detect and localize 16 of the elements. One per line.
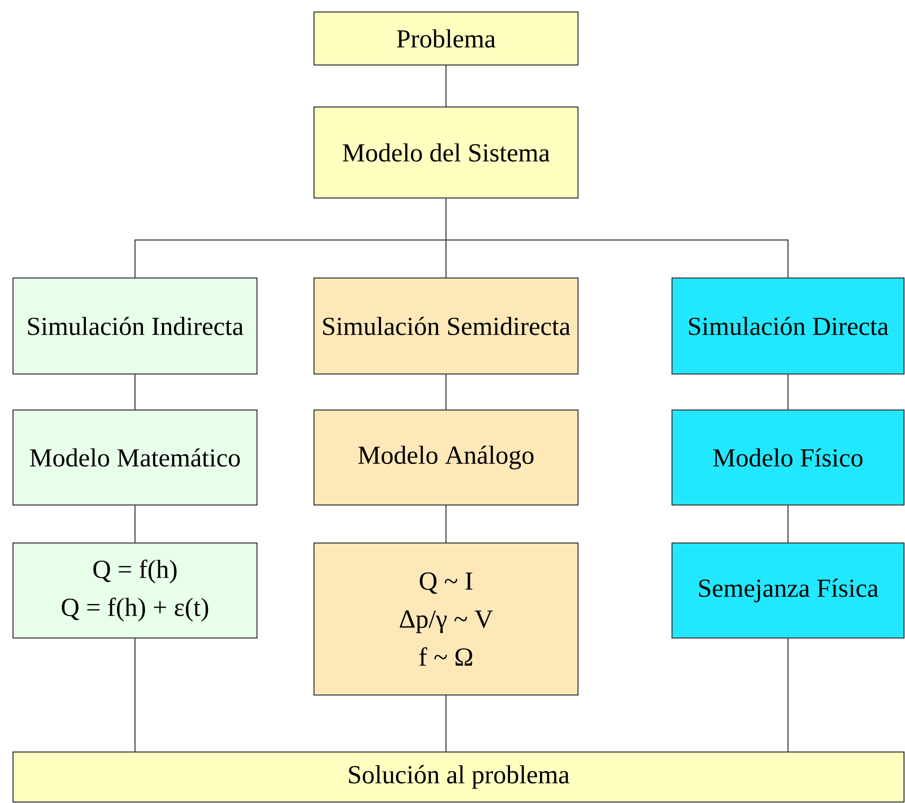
process-box: Q = f(h) Q = f(h) + ε(t): [12, 542, 258, 638]
process-box: Modelo Análogo: [314, 410, 578, 506]
process-box: Simulación Indirecta: [12, 278, 258, 374]
connector-line: [134, 638, 136, 752]
process-box: Solución al problema: [12, 752, 904, 802]
process-box: Modelo Físico: [672, 410, 904, 506]
process-box: Simulación Semidirecta: [314, 278, 578, 374]
process-box: Simulación Directa: [672, 278, 904, 374]
process-box: Modelo Matemático: [12, 410, 258, 506]
process-box: Q ~ I Δp/γ ~ V f ~ Ω: [314, 542, 578, 696]
connector-line: [134, 505, 136, 543]
process-box: Problema: [314, 12, 578, 66]
connector-line: [446, 198, 788, 278]
connector-line: [134, 374, 136, 410]
process-box: Modelo del Sistema: [314, 106, 578, 198]
process-box: Semejanza Física: [672, 542, 904, 638]
